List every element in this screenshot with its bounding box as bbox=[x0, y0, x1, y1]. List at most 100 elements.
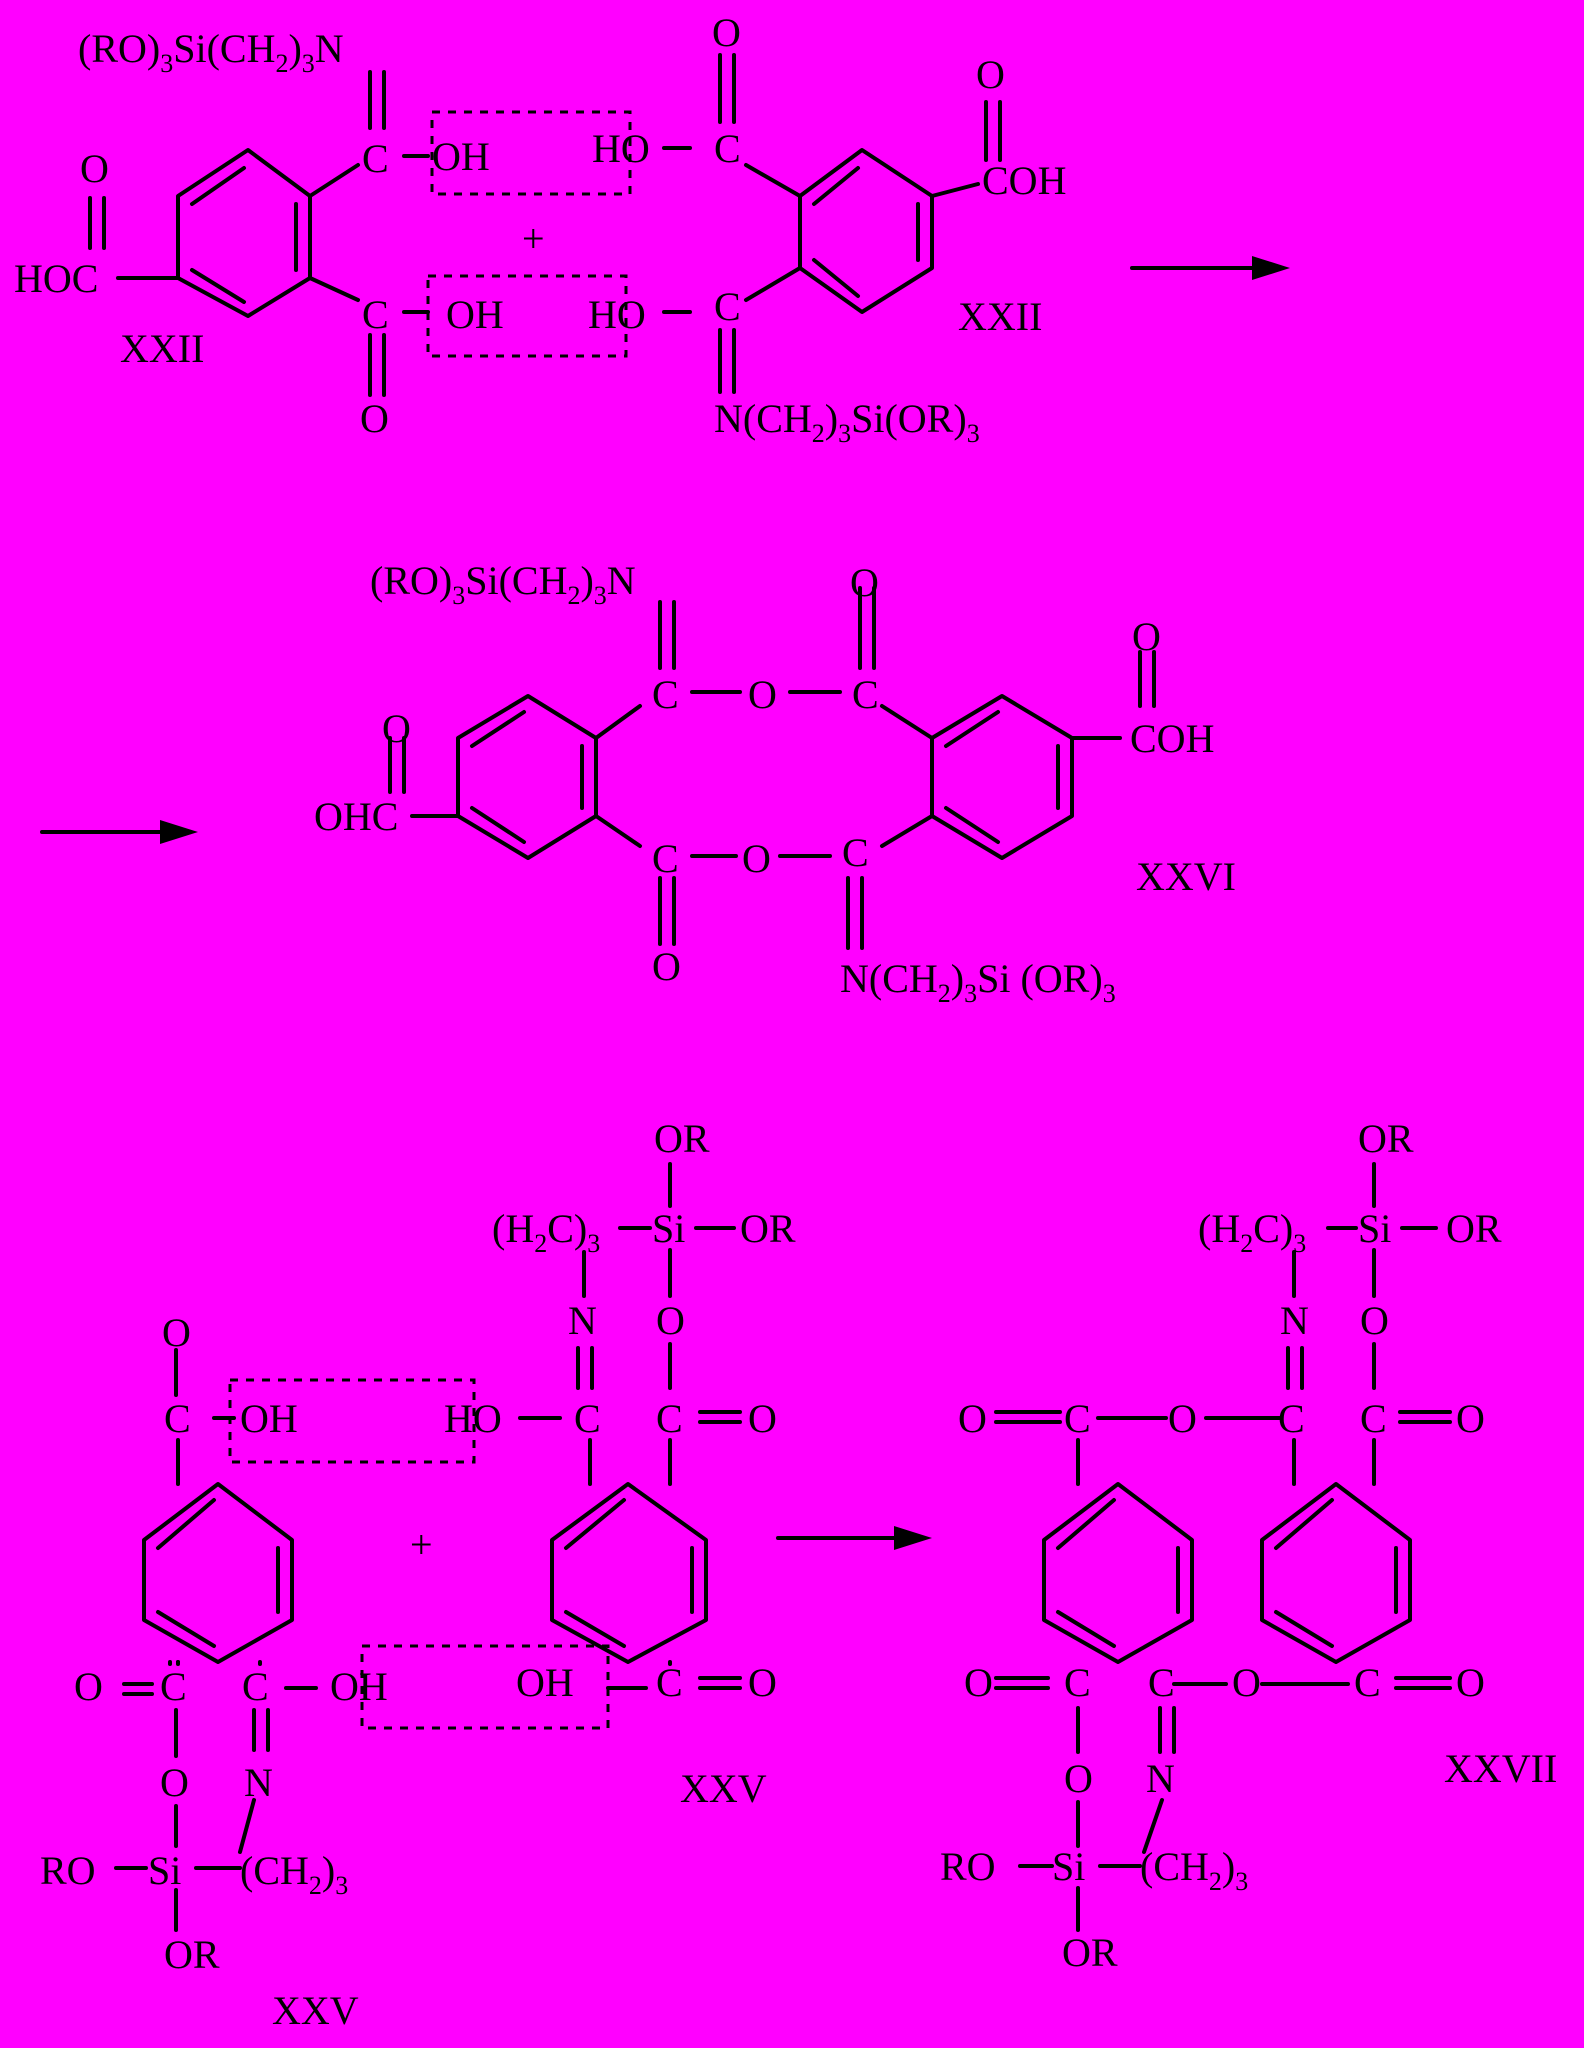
label-o-xxv: O bbox=[656, 1298, 685, 1343]
label-si-xxvii-bottom: Si bbox=[1052, 1844, 1085, 1889]
label-oh-lower-left: OH bbox=[446, 292, 504, 337]
label-or-top-right-xxv: OR bbox=[654, 1116, 710, 1161]
label-rsi-n-middle: (RO)3Si(CH2)3N bbox=[370, 558, 636, 610]
label-o-bottom-right-eq: O bbox=[748, 1396, 777, 1441]
label-c-xxvii-4: C bbox=[1064, 1660, 1091, 1705]
label-c-lower-left: C bbox=[362, 292, 389, 337]
benzene-ring-middle-left bbox=[456, 694, 598, 860]
label-hoc-left: HOC bbox=[14, 256, 98, 301]
label-c-xxvii-5: C bbox=[1148, 1660, 1175, 1705]
reaction-arrow-2 bbox=[40, 820, 198, 844]
benzene-ring-right bbox=[798, 148, 934, 314]
label-oh-upper-left: OH bbox=[432, 134, 490, 179]
label-oh-bottom-left: OH bbox=[240, 1396, 298, 1441]
label-ro-xxvii: RO bbox=[940, 1844, 996, 1889]
label-o-xxvii-bridge-2: O bbox=[1232, 1660, 1261, 1705]
label-or-right-xxv: OR bbox=[740, 1206, 796, 1251]
label-h2c-xxv: (H2C)3 bbox=[492, 1206, 600, 1258]
label-c-bottom-right-3: C bbox=[656, 1660, 683, 1705]
label-n-xxvii-bottom: N bbox=[1146, 1756, 1175, 1801]
label-c-xxvii-2: C bbox=[1278, 1396, 1305, 1441]
label-si-xxvii: Si bbox=[1358, 1206, 1391, 1251]
condensation-box-upper bbox=[430, 110, 632, 196]
label-o-bottom-left-si: O bbox=[160, 1760, 189, 1805]
label-plus-1: + bbox=[522, 216, 545, 261]
label-o-lower-left: O bbox=[360, 396, 389, 441]
compound-label-xxv-left: XXV bbox=[272, 1988, 359, 2033]
label-o-xxvii-right-eq: O bbox=[1456, 1396, 1485, 1441]
benzene-ring-bottom-right bbox=[550, 1482, 708, 1664]
label-n-silane-middle: N(CH2)3Si (OR)3 bbox=[840, 956, 1116, 1008]
benzene-ring-xxvii-left bbox=[1042, 1482, 1194, 1664]
scheme-2: (RO)3Si(CH2)3N O O C O C COH O OHC C O C… bbox=[40, 558, 1236, 1008]
label-o-xxvii-si: O bbox=[1360, 1298, 1389, 1343]
benzene-ring-bottom-left bbox=[142, 1482, 294, 1664]
label-c-middle-lr: C bbox=[842, 830, 869, 875]
product-xxvii: OR (H2C)3 Si OR N O O C O C C O O C C O … bbox=[940, 1116, 1557, 1975]
compound-label-xxv-right: XXV bbox=[680, 1766, 767, 1811]
label-ohc-middle: OHC bbox=[314, 794, 398, 839]
label-si-bottom-left: Si bbox=[148, 1848, 181, 1893]
reaction-arrow-3 bbox=[776, 1526, 932, 1550]
label-o-bottom-left-top: O bbox=[162, 1310, 191, 1355]
label-or-right-xxvii: OR bbox=[1446, 1206, 1502, 1251]
compound-label-xxii-left: XXII bbox=[120, 326, 204, 371]
label-o-bottom-right-eq-2: O bbox=[748, 1660, 777, 1705]
label-c-bottom-left-2: C bbox=[242, 1664, 269, 1709]
label-coh-middle: COH bbox=[1130, 716, 1214, 761]
label-o-middle-bottom: O bbox=[652, 944, 681, 989]
label-c-upper-left: C bbox=[362, 136, 389, 181]
benzene-ring-middle-right bbox=[930, 694, 1074, 860]
label-oh-bottom-right-2: OH bbox=[516, 1660, 574, 1705]
label-or-xxvii-bottom: OR bbox=[1062, 1930, 1118, 1975]
label-ch2-bottom-left: (CH2)3 bbox=[240, 1848, 348, 1900]
label-n-bottom-left: N bbox=[244, 1760, 273, 1805]
label-o-xxvii-left-eq: O bbox=[958, 1396, 987, 1441]
label-c-bottom-left-top: C bbox=[164, 1396, 191, 1441]
scheme-1: (RO)3Si(CH2)3N C OH HO C O O COH O HOC +… bbox=[14, 10, 1290, 448]
reaction-arrow-1 bbox=[1130, 256, 1290, 280]
label-c-lower-right: C bbox=[714, 284, 741, 329]
benzene-ring-xxvii-right bbox=[1260, 1482, 1412, 1664]
label-si-xxv: Si bbox=[652, 1206, 685, 1251]
compound-label-xxvi: XXVI bbox=[1136, 854, 1236, 899]
label-plus-2: + bbox=[410, 1522, 433, 1567]
label-c-middle-ur: C bbox=[852, 672, 879, 717]
label-o-hooc-left: O bbox=[80, 146, 109, 191]
label-n-xxv: N bbox=[568, 1298, 597, 1343]
label-o-middle-ring-bottom: O bbox=[742, 836, 771, 881]
label-c-bottom-right-n: C bbox=[574, 1396, 601, 1441]
label-o-xxvii-bridge-1: O bbox=[1168, 1396, 1197, 1441]
compound-label-xxii-right: XXII bbox=[958, 294, 1042, 339]
label-coh-right: COH bbox=[982, 158, 1066, 203]
label-o-middle-cooh: O bbox=[1132, 614, 1161, 659]
label-o-middle-ring-top: O bbox=[748, 672, 777, 717]
label-or-bottom-left: OR bbox=[164, 1932, 220, 1977]
label-n-xxvii: N bbox=[1280, 1298, 1309, 1343]
label-n-silane-right: N(CH2)3Si(OR)3 bbox=[714, 396, 980, 448]
label-c-middle-ul: C bbox=[652, 672, 679, 717]
label-c-xxvii-3: C bbox=[1360, 1396, 1387, 1441]
condensation-box-lower bbox=[426, 274, 628, 358]
label-or-top-xxvii: OR bbox=[1358, 1116, 1414, 1161]
label-c-bottom-left-1: C bbox=[160, 1664, 187, 1709]
label-o-cooh-right: O bbox=[976, 52, 1005, 97]
scheme-3: O C OH HO C C O + O C C OH OH C O O N XX… bbox=[40, 1116, 932, 2033]
label-o-top-right: O bbox=[712, 10, 741, 55]
compound-label-xxvii: XXVII bbox=[1444, 1746, 1557, 1791]
label-c-xxvii-6: C bbox=[1354, 1660, 1381, 1705]
label-oh-bottom-left-2: OH bbox=[330, 1664, 388, 1709]
label-c-upper-right: C bbox=[714, 126, 741, 171]
label-o-bottom-left-eq: O bbox=[74, 1664, 103, 1709]
label-ho-bottom-right: HO bbox=[444, 1396, 502, 1441]
label-o-xxvii-left-eq-2: O bbox=[964, 1660, 993, 1705]
condensation-box-bottom-lower bbox=[360, 1644, 610, 1730]
label-c-middle-ll: C bbox=[652, 836, 679, 881]
condensation-box-bottom-upper bbox=[228, 1378, 476, 1464]
label-ho-upper-right: HO bbox=[592, 126, 650, 171]
label-ch2-xxvii: (CH2)3 bbox=[1140, 1844, 1248, 1896]
label-ho-lower-right: HO bbox=[588, 292, 646, 337]
label-h2c-xxvii: (H2C)3 bbox=[1198, 1206, 1306, 1258]
label-o-xxvii-right-eq-2: O bbox=[1456, 1660, 1485, 1705]
